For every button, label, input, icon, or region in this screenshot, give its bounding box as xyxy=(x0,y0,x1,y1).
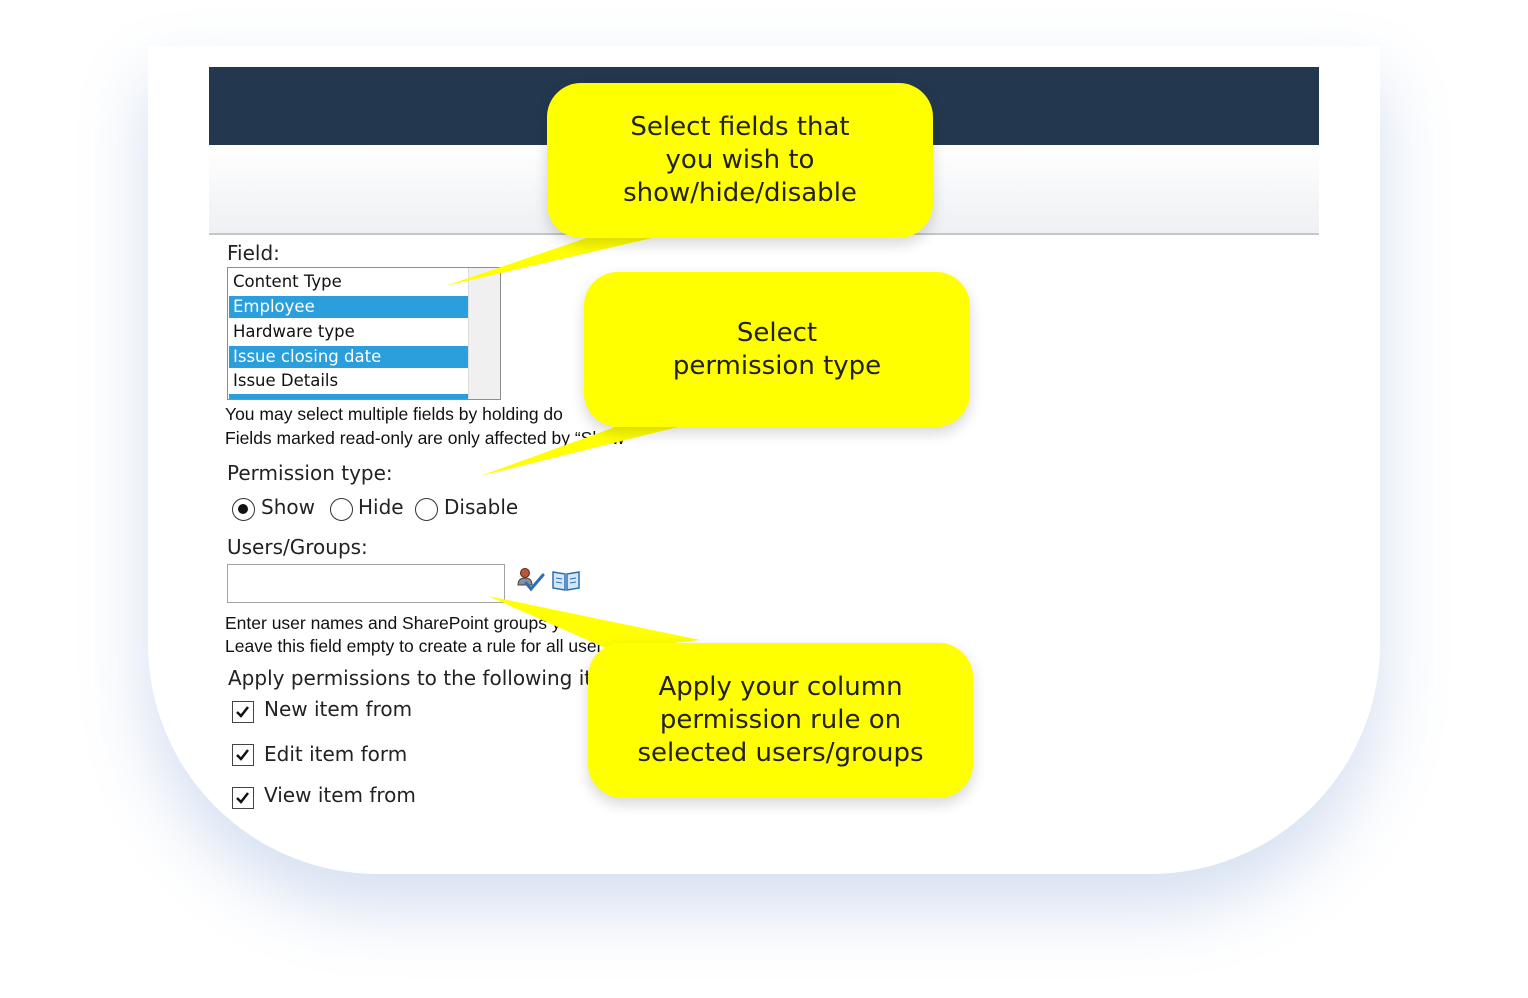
callout-apply-rule: Apply your column permission rule on sel… xyxy=(588,643,973,798)
users-groups-input[interactable] xyxy=(227,564,505,603)
checkbox-new-item-form-label: New item from xyxy=(264,697,413,721)
radio-hide-label: Hide xyxy=(358,495,404,519)
field-help-text-2: Fields marked read-only are only affecte… xyxy=(225,428,625,448)
field-label: Field: xyxy=(227,241,280,265)
permission-type-label: Permission type: xyxy=(227,461,393,485)
field-option-hardware-type[interactable]: Hardware type xyxy=(233,322,355,341)
radio-hide[interactable] xyxy=(330,498,353,521)
users-help-text-2: Leave this field empty to create a rule … xyxy=(225,636,612,656)
radio-disable-label: Disable xyxy=(444,495,519,519)
checkbox-edit-item-form-label: Edit item form xyxy=(264,742,408,766)
checkbox-view-item-form[interactable] xyxy=(232,787,254,809)
field-option-issue-details[interactable]: Issue Details xyxy=(233,371,339,390)
check-names-icon[interactable] xyxy=(516,567,546,595)
radio-show[interactable] xyxy=(232,498,255,521)
radio-show-label: Show xyxy=(261,495,315,519)
radio-disable[interactable] xyxy=(415,498,438,521)
checkbox-view-item-form-label: View item from xyxy=(264,783,416,807)
listbox-scrollbar[interactable] xyxy=(468,268,500,399)
field-option-partial[interactable] xyxy=(229,394,469,399)
field-option-content-type[interactable]: Content Type xyxy=(233,272,342,291)
apply-permissions-label: Apply permissions to the following ite xyxy=(228,666,605,690)
field-listbox[interactable]: Content Type Employee Hardware type Issu… xyxy=(227,267,501,400)
users-groups-label: Users/Groups: xyxy=(227,535,368,559)
callout-permission-type: Select permission type xyxy=(584,272,970,427)
field-option-issue-closing-date[interactable]: Issue closing date xyxy=(229,346,469,368)
users-help-text-1: Enter user names and SharePoint groups y xyxy=(225,613,561,633)
field-option-employee[interactable]: Employee xyxy=(229,296,469,318)
checkbox-new-item-form[interactable] xyxy=(232,701,254,723)
checkbox-edit-item-form[interactable] xyxy=(232,744,254,766)
field-help-text-1: You may select multiple fields by holdin… xyxy=(225,404,563,424)
address-book-icon[interactable] xyxy=(551,569,581,593)
callout-select-fields: Select fields that you wish to show/hide… xyxy=(547,83,933,238)
